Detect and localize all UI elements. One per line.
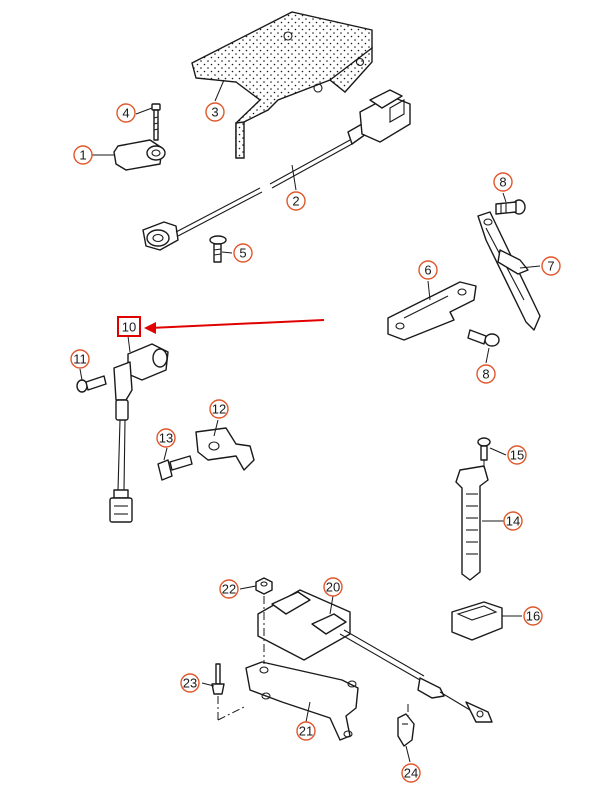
callout-label: 24: [404, 766, 418, 781]
bolt-8-lower: [467, 329, 500, 347]
callout-11[interactable]: 11: [70, 349, 90, 369]
callout-5[interactable]: 5: [233, 243, 253, 263]
nut-22: [255, 577, 273, 595]
callout-label: 1: [79, 148, 86, 163]
plug-16: [451, 601, 503, 641]
callout-8-upper[interactable]: 8: [493, 172, 513, 192]
knock-sensor: [113, 103, 166, 171]
screw-15: [477, 437, 491, 461]
highlight-arrow: [144, 319, 325, 334]
callout-label: 3: [211, 105, 218, 120]
callout-label: 21: [299, 724, 313, 739]
callout-8-lower[interactable]: 8: [476, 364, 496, 384]
callout-label: 10: [122, 320, 136, 335]
callout-label: 8: [499, 175, 506, 190]
bolt-8-upper: [495, 199, 526, 215]
callout-label: 12: [212, 402, 226, 417]
callout-22[interactable]: 22: [219, 579, 239, 599]
callout-13[interactable]: 13: [156, 428, 176, 448]
callout-label: 20: [326, 580, 340, 595]
callout-10[interactable]: 10: [117, 316, 141, 337]
callout-label: 16: [526, 609, 540, 624]
speed-sensor-10: [109, 343, 169, 523]
callout-1[interactable]: 1: [73, 145, 93, 165]
sensor-holder-14: [455, 465, 489, 581]
callout-label: 23: [183, 676, 197, 691]
mounting-bracket-21: [245, 661, 359, 741]
callout-2[interactable]: 2: [286, 191, 306, 211]
callout-label: 15: [510, 448, 524, 463]
bracket-6: [387, 281, 477, 341]
stud-23: [211, 663, 225, 695]
callout-6[interactable]: 6: [418, 260, 438, 280]
callout-15[interactable]: 15: [507, 445, 527, 465]
bracket-12: [195, 427, 255, 471]
callout-23[interactable]: 23: [180, 673, 200, 693]
callout-label: 11: [73, 352, 87, 367]
callout-label: 5: [239, 246, 246, 261]
bracket-7: [477, 211, 541, 331]
callout-label: 7: [547, 259, 554, 274]
callout-label: 13: [159, 431, 173, 446]
callout-label: 22: [222, 582, 236, 597]
callout-label: 2: [292, 194, 299, 209]
clip-24: [397, 713, 415, 747]
callout-24[interactable]: 24: [401, 763, 421, 783]
callout-4[interactable]: 4: [116, 103, 136, 123]
callout-12[interactable]: 12: [209, 399, 229, 419]
callout-label: 6: [424, 263, 431, 278]
bolt-13: [157, 455, 193, 481]
callout-7[interactable]: 7: [541, 256, 561, 276]
callout-21[interactable]: 21: [296, 721, 316, 741]
bolt-11: [76, 375, 107, 393]
heat-shield-bracket: [191, 11, 373, 159]
knock-sensor-harness: [142, 89, 411, 251]
leader-lines: [79, 79, 541, 763]
center-lines: [217, 460, 485, 721]
callout-label: 14: [506, 514, 520, 529]
callout-20[interactable]: 20: [323, 577, 343, 597]
callout-label: 8: [482, 367, 489, 382]
callout-3[interactable]: 3: [205, 102, 225, 122]
callout-label: 4: [122, 106, 129, 121]
bolt-5: [209, 235, 227, 263]
control-unit-20: [257, 589, 493, 723]
callout-16[interactable]: 16: [523, 606, 543, 626]
callout-14[interactable]: 14: [503, 511, 523, 531]
